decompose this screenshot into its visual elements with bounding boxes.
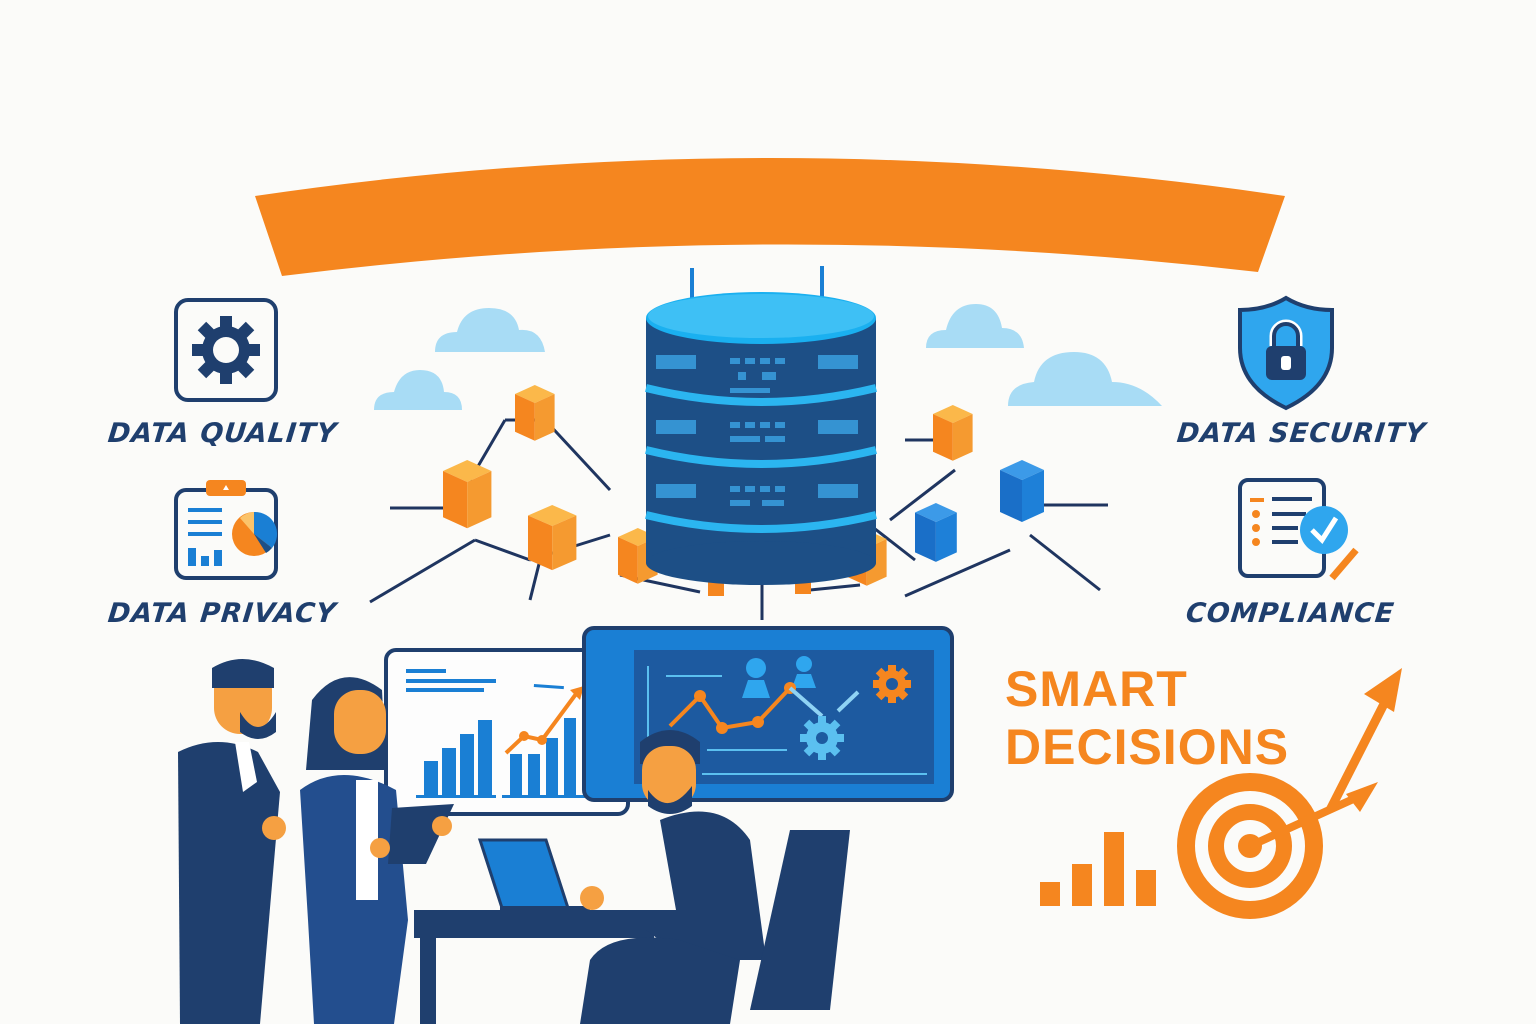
office-chair (750, 830, 850, 1010)
checklist-approval-icon (1238, 478, 1359, 581)
smart-decisions-line1: SMART (1005, 661, 1188, 717)
desk (414, 910, 654, 938)
person-woman-with-tablet (300, 677, 454, 1024)
shield-lock-icon (1238, 295, 1334, 411)
person-seated-man (580, 730, 766, 1024)
person-standing-man (178, 659, 286, 1024)
report-chart-icon (174, 480, 278, 580)
gear-icon (174, 298, 278, 402)
smart-decisions-heading: SMART DECISIONS (1005, 660, 1289, 776)
laptop (477, 838, 590, 914)
smart-decisions-line2: DECISIONS (1005, 719, 1290, 775)
bar-chart-icon (1040, 832, 1156, 906)
growth-arrow-icon (1325, 697, 1391, 813)
target-arrow-icon (1177, 668, 1402, 919)
